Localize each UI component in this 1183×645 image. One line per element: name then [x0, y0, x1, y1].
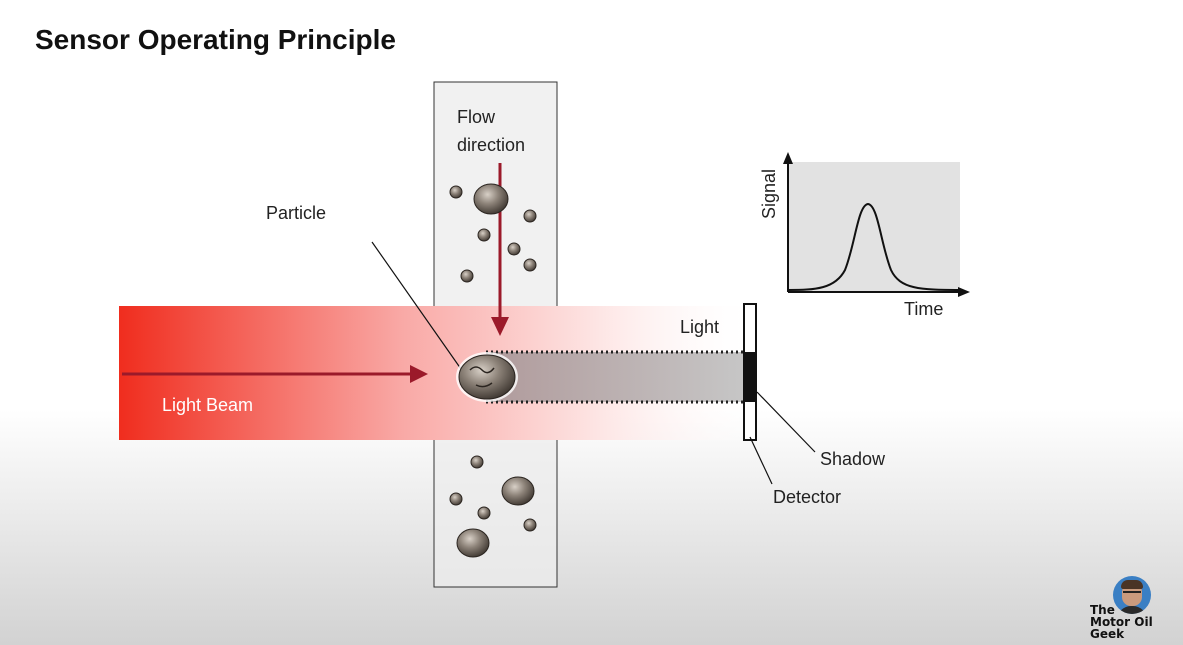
particle-highlighted — [456, 352, 518, 402]
brand-logo: The Motor Oil Geek — [1090, 604, 1170, 640]
graph-x-label: Time — [904, 299, 943, 319]
beam-arrowhead — [410, 365, 428, 383]
particle-label: Particle — [266, 203, 326, 223]
flow-direction-label-line1: Flow — [457, 107, 496, 127]
shadow-region — [486, 352, 744, 402]
flow-arrowhead — [491, 317, 509, 336]
particles — [449, 183, 537, 558]
flow-direction-label-line2: direction — [457, 135, 525, 155]
signal-graph-bg — [788, 162, 960, 292]
graph-x-axis-arrowhead — [958, 287, 970, 297]
signal-curve — [787, 202, 961, 291]
brand-line-2: Motor Oil — [1090, 615, 1153, 629]
detector-label: Detector — [773, 487, 841, 507]
brand-line-1: The — [1090, 603, 1115, 617]
light-label: Light — [680, 317, 719, 337]
brand-avatar — [1113, 576, 1151, 614]
slide-title: Sensor Operating Principle — [35, 24, 396, 55]
detector-shadow-section — [744, 352, 756, 402]
light-beam-label: Light Beam — [162, 395, 253, 415]
graph-y-label: Signal — [759, 169, 779, 219]
shadow-label: Shadow — [820, 449, 886, 469]
graph-y-axis-arrowhead — [783, 152, 793, 164]
brand-line-3: Geek — [1090, 627, 1125, 641]
